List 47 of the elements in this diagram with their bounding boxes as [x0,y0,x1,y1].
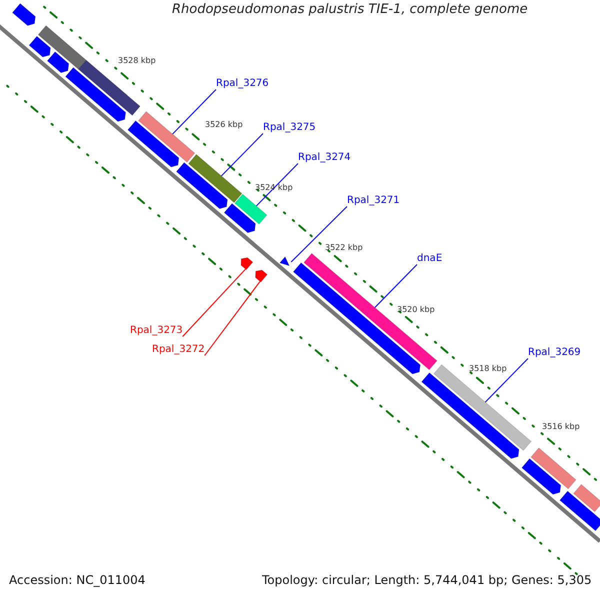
gene-feature [559,490,600,532]
gene-feature [279,256,290,266]
gene-feature [188,154,242,204]
scale-label: 3522 kbp [325,243,363,252]
gene-feature [28,36,51,58]
scale-label: 3524 kbp [255,183,293,192]
gene-feature [46,51,70,74]
scale-label: 3526 kbp [205,120,243,130]
gene-feature [176,162,228,210]
scale-label: 3516 kbp [542,422,580,432]
gene-feature [127,120,180,168]
scale-label: 3518 kbp [469,364,507,374]
scale-label: 3528 kbp [118,56,156,66]
gene-label: Rpal_3276 [216,78,269,90]
leader-line [290,206,348,263]
gene-label: Rpal_3272 [152,344,205,356]
gene-feature [138,111,196,163]
title: Rhodopseudomonas palustris TIE-1, complete genome [172,3,528,18]
gene-label: dnaE [417,253,442,264]
gene-feature [530,447,576,490]
scale-label: 3520 kbp [397,305,435,314]
leader-line [374,264,418,308]
leader-line [484,358,528,403]
footer-text: Topology: circular; Length: 5,744,041 bp; Genes: 5,305 [262,574,592,588]
leader-line [256,163,298,206]
gene-feature [12,3,36,26]
gene-feature [38,25,87,70]
gene-feature [255,270,268,283]
gene-feature [421,372,520,459]
gene-feature [521,458,562,495]
gene-label: Rpal_3274 [298,152,351,164]
gene-feature [224,203,256,234]
leader-line [172,89,216,135]
leader-line [182,268,246,337]
gene-feature [573,484,600,512]
gene-feature [234,194,268,225]
leader-line [220,133,264,176]
gene-label: Rpal_3275 [263,122,316,134]
leader-line [204,280,260,356]
gene-label: Rpal_3273 [130,325,183,336]
footer-text: Accession: NC_011004 [9,574,146,588]
gene-feature [292,262,421,374]
gene-label: Rpal_3269 [528,347,581,358]
gene-feature [240,257,254,270]
gene-feature [65,67,126,122]
gene-label: Rpal_3271 [347,195,400,206]
gene-feature [433,364,532,451]
